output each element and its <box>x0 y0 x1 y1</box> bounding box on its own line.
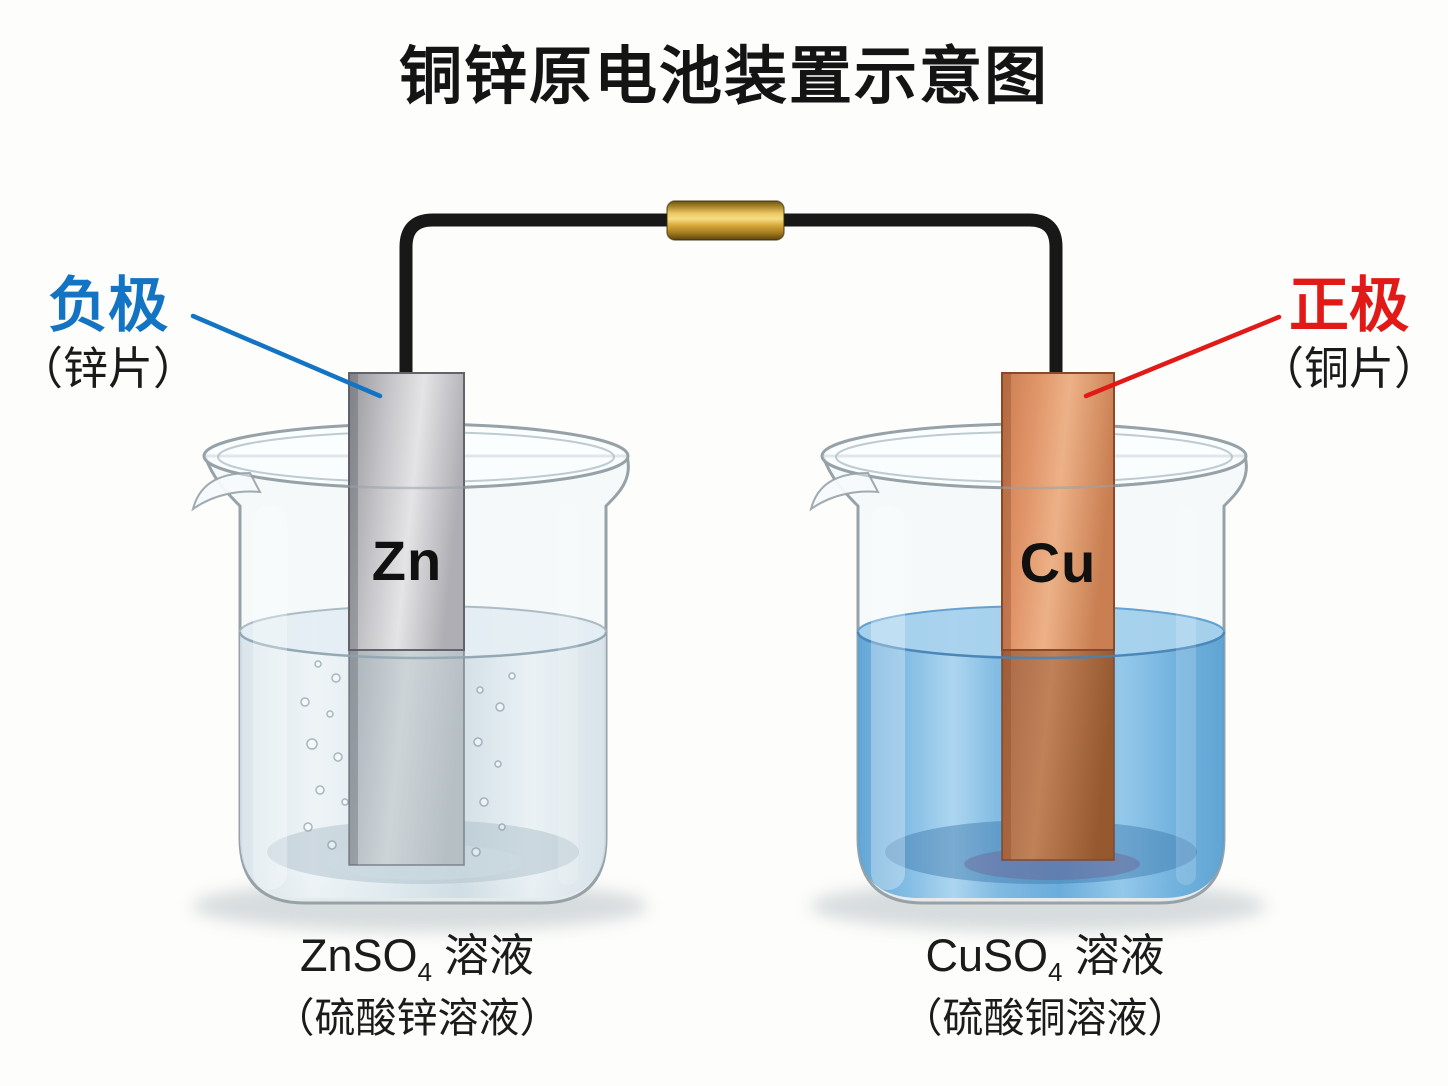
positive-leader-line <box>1083 314 1282 399</box>
negative-pole-material: （锌片） <box>17 343 198 394</box>
wire-connector-gold <box>666 200 785 241</box>
negative-pole-label: 负极 <box>48 272 168 339</box>
copper-solution-name: （硫酸铜溶液） <box>901 995 1189 1042</box>
positive-pole-label: 正极 <box>1289 272 1409 339</box>
left-beaker-spout <box>191 471 262 512</box>
copper-electrode <box>1001 372 1115 861</box>
right-beaker <box>809 372 1266 932</box>
right-beaker-spout <box>809 471 880 512</box>
negative-pole-label-group: 负极 （锌片） <box>0 272 218 394</box>
zinc-electrode-symbol: Zn <box>371 529 443 592</box>
zinc-solution-name: （硫酸锌溶液） <box>273 995 561 1042</box>
bubbles <box>300 660 516 857</box>
positive-pole-label-group: 正极 （铜片） <box>1239 272 1448 394</box>
positive-pole-material: （铜片） <box>1258 343 1439 394</box>
negative-leader-line <box>190 313 383 399</box>
copper-electrode-symbol: Cu <box>1019 531 1097 594</box>
left-beaker <box>191 372 648 932</box>
circuit-wire <box>399 213 1063 382</box>
zinc-electrode <box>348 372 465 866</box>
page-title: 铜锌原电池装置示意图 <box>399 42 1049 112</box>
